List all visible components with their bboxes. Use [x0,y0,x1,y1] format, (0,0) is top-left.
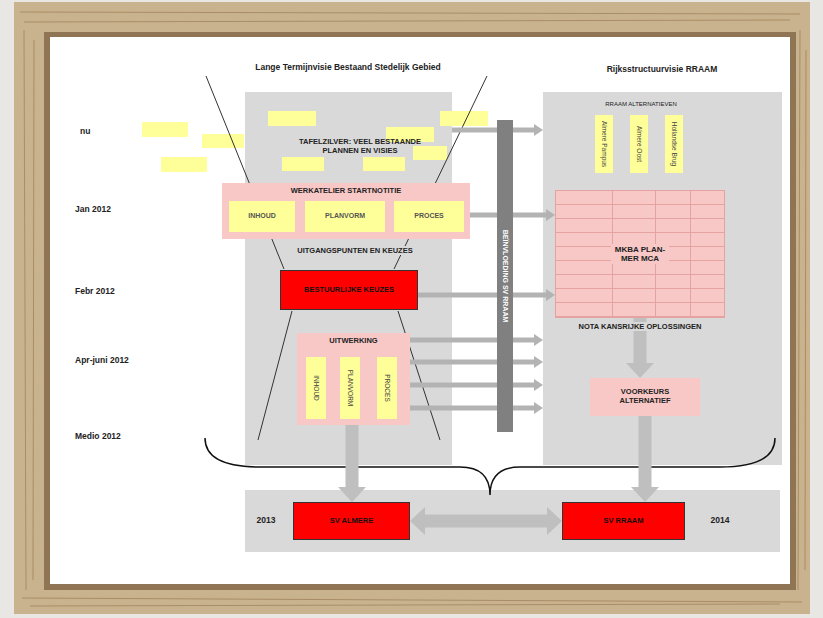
panel-heading: 2013 [255,515,278,525]
decision-box: SV RRAAM [562,502,685,540]
topic-box: INHOUD [229,201,295,232]
box-text: SV ALMERE [330,517,373,526]
column-panel: Rijksstructuurvisie RRAAMRRAAM ALTERNATI… [543,92,782,465]
grain-line [24,20,790,22]
wood-grain [20,12,806,606]
panel-heading: 2014 [709,515,732,525]
grain-line [22,598,802,602]
panel-heading: NOTA KANSRIJKE OPLOSSINGEN [577,322,704,331]
grain-line [33,40,34,580]
vertical-text: Hollandse Brug [670,122,677,166]
topic-box: PROCES [377,357,397,419]
time-label: Jan 2012 [75,204,111,214]
sticky-note [386,127,434,142]
flow-arrow [452,128,534,133]
flow-arrow [634,318,647,363]
time-label: Febr 2012 [75,286,115,296]
vertical-text: Almere Pampus [600,121,607,167]
topic-box: Hollandse Brug [665,115,683,173]
curly-brace [205,438,775,495]
flow-arrow [410,406,534,411]
sticky-note [142,122,188,137]
analysis-table: MKBA PLAN-MER MCA [555,190,725,318]
funnel-line [206,76,284,269]
flow-arrow [639,416,652,487]
flow-arrow [418,293,546,298]
topic-box: INHOUD [306,357,326,419]
topic-box: Almere Oost [630,115,648,173]
wood-frame [14,2,810,614]
sticky-note [440,111,488,126]
flow-arrow [410,383,534,388]
box-text: INHOUD [248,212,276,220]
sticky-note [363,157,405,171]
process-group: UITWERKING INHOUD PLANVORM PROCES [297,333,410,425]
panel-heading: Rijksstructuurvisie RRAAM [605,64,720,74]
panel-heading: TAFELZILVER: VEEL BESTAANDE PLANNEN EN V… [263,137,457,155]
topic-box: PLANVORM [305,201,385,232]
influence-bar: BEÏNVLOEDING SV RRAAM [497,120,513,432]
vertical-text: BEÏNVLOEDING SV RRAAM [501,230,509,323]
flow-arrow [410,360,534,365]
vertical-text: Almere Oost [635,126,642,162]
paper [50,37,790,584]
box-text: PROCES [414,212,444,220]
sticky-note [413,146,447,160]
sticky-note [202,134,244,148]
funnel-line [258,311,292,440]
grain-line [798,30,800,590]
box-text: BESTUURLIJKE KEUZES [304,286,394,295]
topic-box: PROCES [394,201,464,232]
column-panel: Lange Termijnvisie Bestaand Stedelijk Ge… [245,92,452,465]
vertical-text: INHOUD [312,375,319,401]
flow-arrow [425,515,547,528]
sticky-note [268,111,316,126]
flow-arrow [410,338,534,343]
sticky-note [161,157,207,172]
funnel-line [398,311,440,440]
time-label: Medio 2012 [75,431,121,441]
box-text: MKBA PLAN-MER MCA [611,244,669,264]
topic-box: Almere Pampus [595,115,613,173]
time-label: nu [80,126,90,136]
panel-heading: UITGANGSPUNTEN EN KEUZES [295,246,414,255]
grain-line [20,12,800,14]
vertical-text: PLANVORM [346,370,353,406]
frame-lip [44,32,796,590]
vertical-text: PROCES [383,374,390,401]
result-band: 2013 2014 SV ALMERE SV RRAAM [245,490,780,552]
panel-heading: RRAAM ALTERNATIEVEN [603,101,678,108]
decision-box: BESTUURLIJKE KEUZES [280,270,418,310]
flow-arrow [470,213,546,218]
sticky-note [282,157,324,171]
box-text: VOORKEURS ALTERNATIEF [609,388,681,405]
sticky-notes [142,111,488,172]
box-text: WERKATELIER STARTNOTITIE [291,187,402,196]
grain-line [30,604,780,606]
funnel-line [394,76,487,269]
decision-box: SV ALMERE [293,502,410,540]
funnel-lines [206,76,487,440]
box-text: UITWERKING [329,337,377,346]
process-group: WERKATELIER STARTNOTITIE INHOUD PLANVORM PR… [222,183,470,239]
panel-heading: Lange Termijnvisie Bestaand Stedelijk Ge… [253,62,443,72]
flow-arrow [346,425,359,487]
process-box: VOORKEURS ALTERNATIEF [590,378,700,416]
time-label: Apr-juni 2012 [75,355,129,365]
topic-box: PLANVORM [340,357,360,419]
box-text: SV RRAAM [603,517,643,526]
grain-line [805,50,806,570]
grain-line [24,30,26,590]
box-text: PLANVORM [325,212,365,220]
